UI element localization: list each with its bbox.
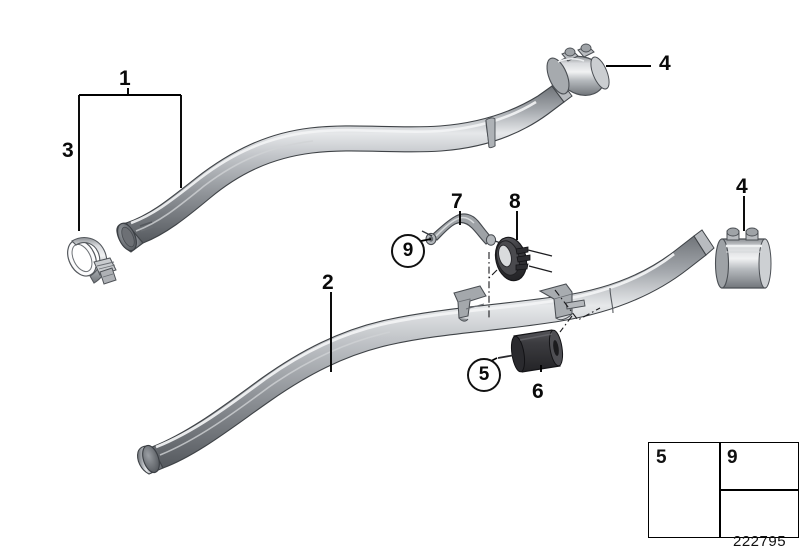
leader-lines <box>78 65 745 372</box>
part-2-rear-pipe <box>137 229 715 475</box>
part-6-rubber-bushing <box>497 329 564 373</box>
legend-cell-arrow <box>720 490 799 538</box>
callout-3: 3 <box>62 139 74 162</box>
legend-cell-nut <box>720 442 799 490</box>
callout-7: 7 <box>451 190 463 213</box>
callout-9-circled: 9 <box>391 234 425 268</box>
pipe-2-bracket-left <box>453 285 487 322</box>
callout-4-right: 4 <box>736 175 748 198</box>
legend-label-5: 5 <box>656 447 667 468</box>
diagram-id-label: 222795 <box>733 533 787 550</box>
part-4-connector-clamp-right <box>714 227 772 289</box>
part-7-holder-bracket <box>421 213 513 248</box>
callout-6: 6 <box>532 380 544 403</box>
part-8-rubber-mounting <box>494 236 553 282</box>
part-2-open-end <box>137 444 164 475</box>
part-1-socket-end <box>116 221 154 253</box>
part-1-front-pipe <box>116 79 573 253</box>
part-3-band-clamp <box>67 237 117 285</box>
callout-2: 2 <box>322 271 334 294</box>
callout-5-circled: 5 <box>467 358 501 392</box>
callout-8: 8 <box>509 190 521 213</box>
callout-4-upper: 4 <box>659 52 671 75</box>
part-4-connector-clamp-upper <box>546 43 610 96</box>
legend-cell-bolt <box>648 442 720 538</box>
callout-1: 1 <box>119 67 131 90</box>
assembly-centerlines <box>488 252 601 333</box>
legend-label-9: 9 <box>727 447 738 468</box>
pipe-2-bracket-right <box>538 283 586 321</box>
